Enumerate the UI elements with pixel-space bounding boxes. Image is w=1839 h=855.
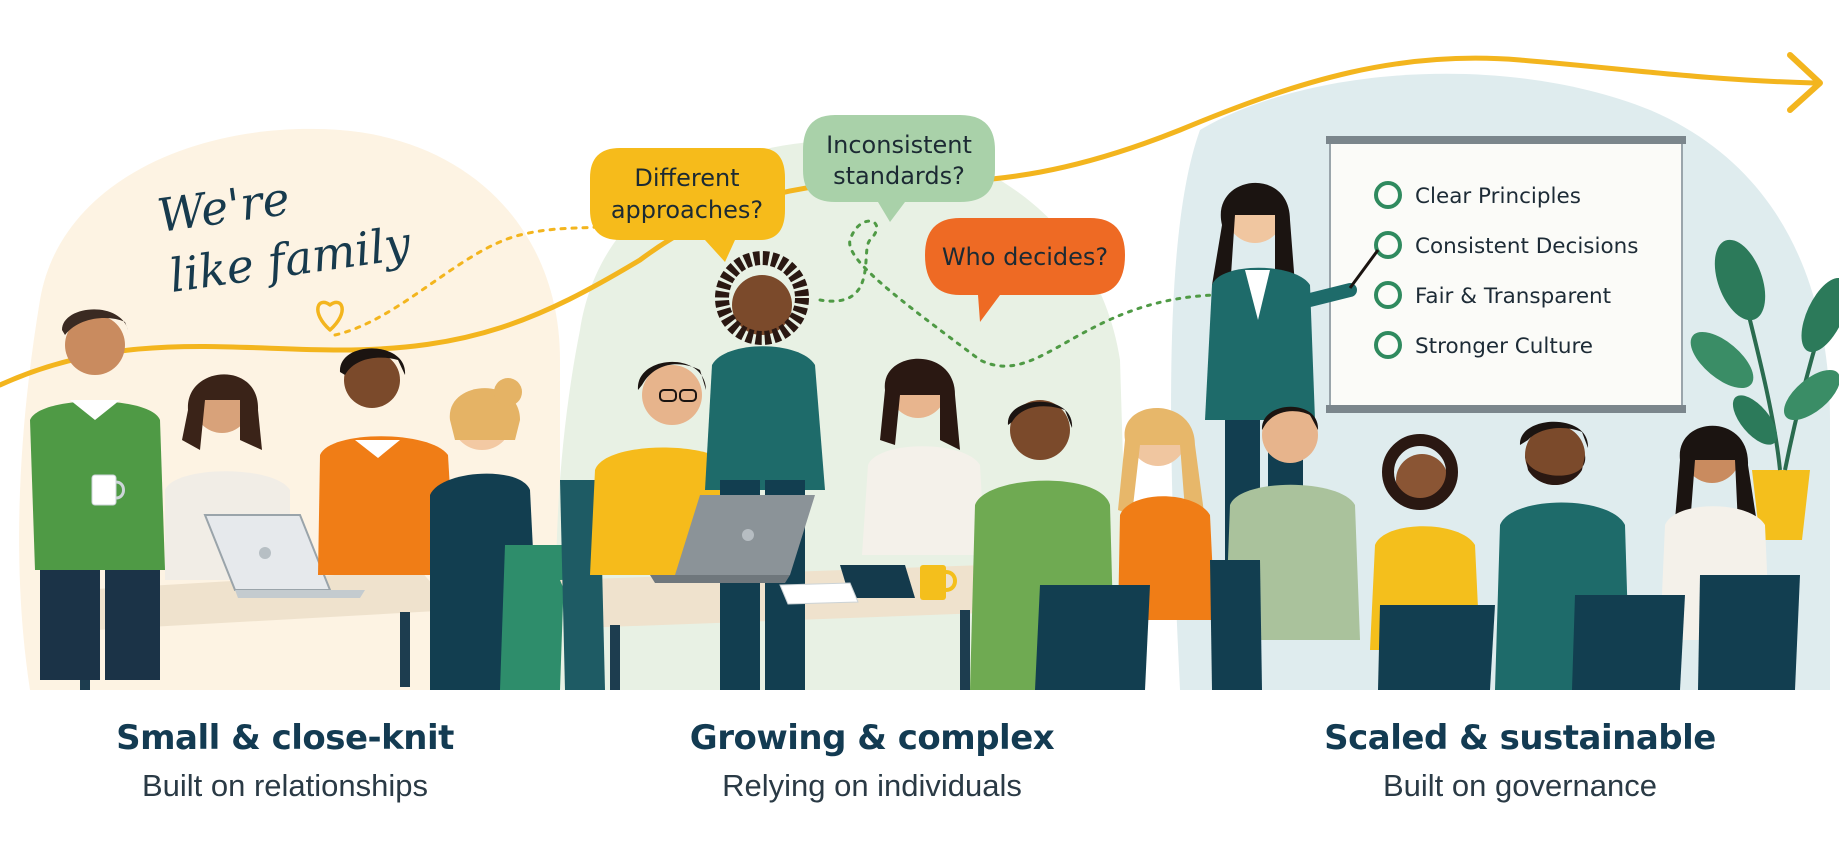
stage-subtitle: Built on governance [1382,768,1658,803]
board-item-1: Clear Principles [1374,181,1581,209]
bubble-inconsistent-line2: standards? [833,162,965,190]
scene-small-team [30,309,565,690]
check-circle-icon [1374,281,1402,309]
bubble-inconsistent-line1: Inconsistent [826,131,972,159]
board-item-text: Fair & Transparent [1415,284,1611,309]
board-item-4: Stronger Culture [1374,331,1593,359]
laptop-icon [203,514,365,598]
coffee-mug-icon [920,565,957,600]
whiteboard: Clear Principles Consistent Decisions Fa… [1326,136,1686,413]
speech-bubble-who: Who decides? [925,218,1125,322]
plant-icon [1690,239,1839,540]
board-item-text: Stronger Culture [1415,334,1593,359]
check-circle-icon [1374,331,1402,359]
bubble-different-line1: Different [634,164,739,192]
arrow-right-icon [1787,52,1823,113]
scene-growing-team [560,251,1215,690]
board-item-2: Consistent Decisions [1374,231,1638,259]
stage-caption-small: Small & close-knit Built on relationship… [5,718,565,804]
coffee-mug-icon [91,474,125,506]
scene-scaled-team [1205,182,1800,690]
stage-title: Small & close-knit [116,718,454,758]
stage-title: Growing & complex [689,718,1055,758]
speech-bubble-inconsistent: Inconsistent standards? [803,115,995,222]
board-item-text: Clear Principles [1415,184,1581,209]
heart-icon [316,300,344,332]
laptop-icon [650,495,815,583]
stage-subtitle: Built on relationships [141,768,429,803]
stage-caption-growing: Growing & complex Relying on individuals [592,718,1152,804]
bubble-different-line2: approaches? [611,196,763,224]
check-circle-icon [1374,181,1402,209]
bubble-who-text: Who decides? [942,243,1108,271]
stage-title: Scaled & sustainable [1324,718,1716,758]
stage-caption-scaled: Scaled & sustainable Built on governance [1240,718,1800,804]
speech-bubble-different: Different approaches? [590,148,785,262]
board-item-text: Consistent Decisions [1415,234,1638,259]
board-item-3: Fair & Transparent [1374,281,1611,309]
check-circle-icon [1374,231,1402,259]
stage-subtitle: Relying on individuals [722,768,1022,803]
